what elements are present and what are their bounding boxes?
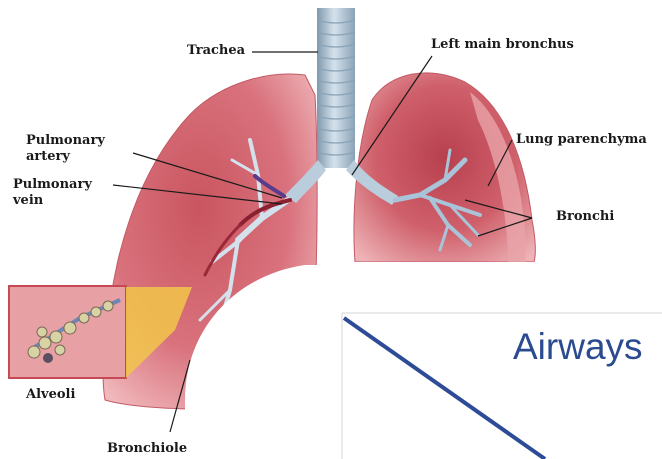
label-left-main-bronchus: Left main bronchus — [431, 37, 574, 53]
slide-title: Airways — [513, 326, 643, 368]
label-alveoli: Alveoli — [26, 387, 75, 403]
label-bronchiole: Bronchiole — [107, 441, 187, 457]
label-lung-parenchyma: Lung parenchyma — [516, 132, 647, 148]
label-pulmonary-vein: Pulmonary vein — [13, 177, 92, 209]
label-bronchi: Bronchi — [556, 209, 614, 225]
label-trachea: Trachea — [187, 43, 245, 59]
label-pulmonary-artery: Pulmonary artery — [26, 133, 105, 165]
trachea — [317, 8, 355, 168]
